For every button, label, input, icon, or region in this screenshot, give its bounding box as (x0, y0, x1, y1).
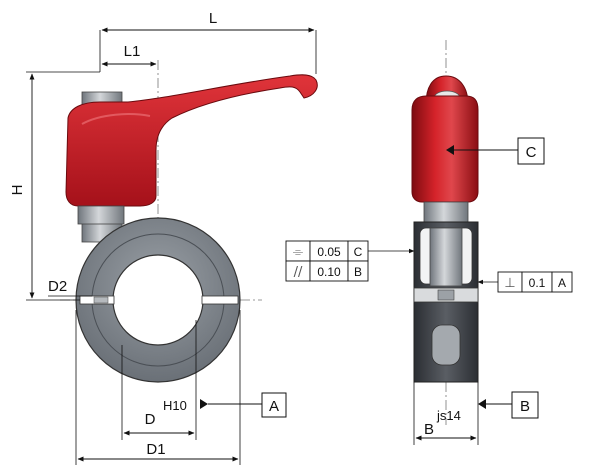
side-screw-end (437, 289, 455, 301)
collar-side-recess (431, 324, 461, 366)
datum-A-label: A (269, 398, 279, 415)
dim-label-D2: D2 (48, 278, 67, 295)
datum-C-box (517, 137, 545, 165)
symmetry-icon: ⌯ (293, 245, 304, 260)
dim-label-B: B (424, 421, 434, 438)
perpendicular-icon: ⊥ (504, 276, 515, 291)
side-view: C ⌯ 0.05 C // 0.10 B ⊥ 0.1 A (285, 40, 573, 445)
svg-text:0.05: 0.05 (317, 245, 341, 259)
lever-highlight (81, 113, 151, 125)
datum-A-triangle (200, 399, 208, 409)
svg-text:0.1: 0.1 (529, 276, 546, 290)
side-washer (423, 201, 469, 223)
lever-body-side (411, 95, 479, 203)
datum-B-triangle (478, 399, 486, 409)
screw-end (93, 296, 109, 304)
side-stud (429, 227, 463, 287)
svg-text:C: C (354, 245, 363, 259)
svg-text:B: B (354, 265, 362, 279)
tolerance-frame-flatness: ⌯ 0.05 C (285, 240, 369, 262)
datum-B-box (511, 391, 539, 419)
datum-A-box (261, 392, 287, 418)
clamping-lever (65, 74, 318, 207)
washer (77, 205, 125, 225)
dim-label-js14: js14 (436, 408, 461, 423)
dim-label-L1: L1 (124, 43, 141, 60)
collar-slot-right (201, 295, 239, 305)
dim-label-H: H (9, 185, 26, 196)
tolerance-frame-parallel: // 0.10 B (285, 260, 369, 282)
collar-bore (112, 254, 204, 346)
parallel-icon: // (294, 265, 303, 280)
svg-text:A: A (558, 276, 566, 290)
dim-label-D: D (145, 411, 156, 428)
dim-label-H10: H10 (163, 398, 187, 413)
datum-C-label: C (526, 144, 537, 161)
datum-C-triangle (446, 145, 454, 155)
dim-label-D1: D1 (146, 441, 165, 458)
svg-text:0.10: 0.10 (317, 265, 341, 279)
front-view: L L1 H D2 D H10 A D1 (9, 10, 318, 465)
tolerance-frame-perpendicular: ⊥ 0.1 A (497, 271, 573, 293)
datum-B-label: B (520, 398, 530, 415)
dim-label-L: L (209, 10, 217, 27)
